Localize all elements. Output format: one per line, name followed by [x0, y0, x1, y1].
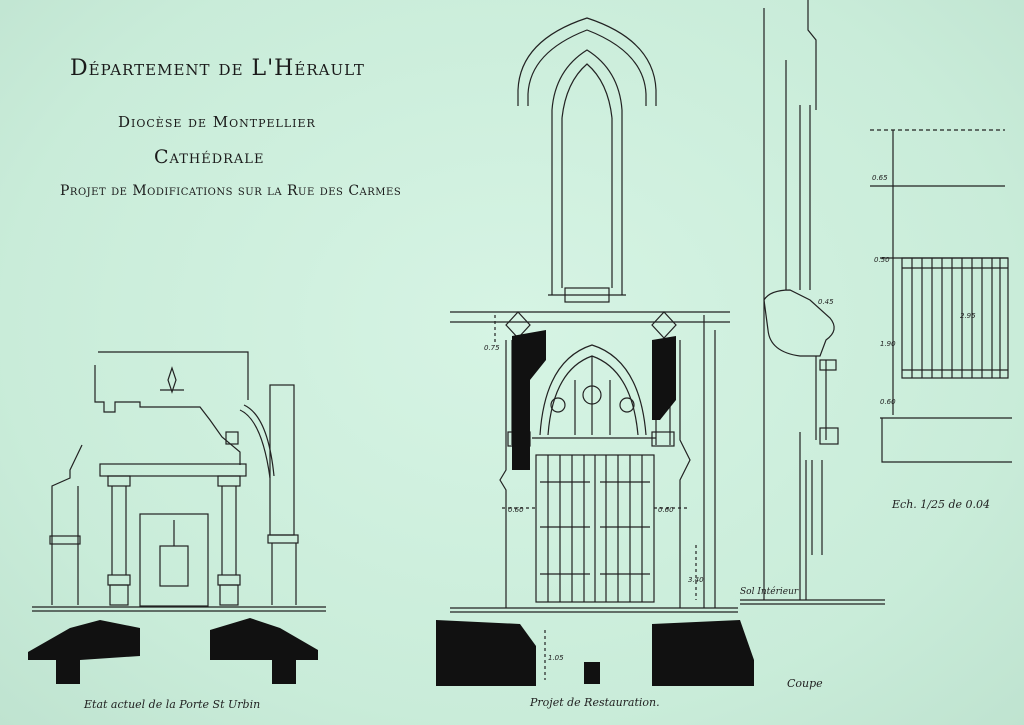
dim-label-3: 0.60 [658, 506, 674, 514]
existing-door-elevation [32, 351, 326, 612]
dim-label-5: 3.40 [688, 576, 704, 584]
dim-label-6: 0.45 [818, 298, 834, 306]
caption-existing-state: Etat actuel de la Porte St Urbin [84, 698, 261, 711]
dim-label-8: 0.50 [874, 256, 890, 264]
section-drawing [740, 0, 885, 605]
dim-label-2: 0.60 [508, 506, 524, 514]
title-project: Projet de Modifications sur la Rue des C… [60, 183, 402, 199]
dim-label-11: 0.60 [880, 398, 896, 406]
grille-detail [870, 129, 1012, 463]
dim-label-7: 0.65 [872, 174, 888, 182]
caption-restoration: Projet de Restauration. [530, 696, 660, 709]
title-department: Département de L'Hérault [70, 56, 365, 81]
caption-section: Coupe [787, 677, 823, 690]
dim-label-4: 1.05 [548, 654, 564, 662]
title-cathedral: Cathédrale [154, 146, 265, 168]
dim-label-10: 1.90 [880, 340, 896, 348]
caption-scale: Ech. 1/25 de 0.04 [892, 498, 991, 511]
dim-label-9: 2.95 [960, 312, 976, 320]
title-diocese: Diocèse de Montpellier [118, 113, 316, 131]
foundation-blocks [28, 330, 754, 686]
dim-label-1: 0.75 [484, 344, 500, 352]
caption-floor: Sol Intérieur [740, 587, 799, 597]
